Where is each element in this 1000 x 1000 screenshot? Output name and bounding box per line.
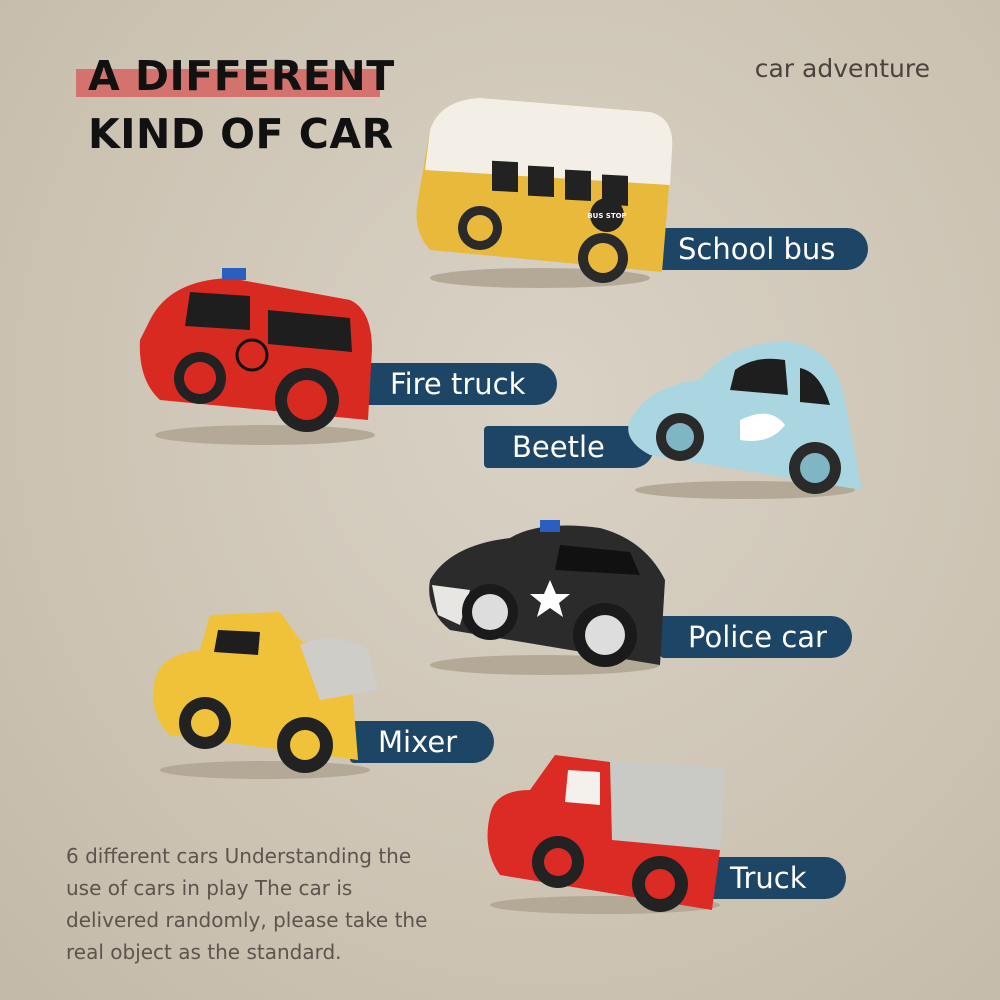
description-text: 6 different cars Understanding the use o… xyxy=(66,844,428,964)
label-fire-truck: Fire truck xyxy=(362,363,557,405)
truck-toy xyxy=(487,755,725,914)
mixer-toy xyxy=(153,612,378,779)
school-bus-toy: BUS STOP xyxy=(416,98,673,288)
label-mixer: Mixer xyxy=(350,721,494,763)
title-line-2: KIND OF CAR xyxy=(88,110,394,158)
label-school-bus: School bus xyxy=(650,228,868,270)
label-truck: Truck xyxy=(702,857,846,899)
label-police-car: Police car xyxy=(660,616,852,658)
bus-stop-sign: BUS STOP xyxy=(587,212,626,220)
title-line-1: A DIFFERENT xyxy=(88,52,395,100)
tagline: car adventure xyxy=(754,54,930,83)
police-car-toy xyxy=(429,520,665,675)
fire-truck-toy xyxy=(139,268,375,445)
beetle-toy xyxy=(628,341,862,499)
title-highlight xyxy=(76,69,380,97)
label-beetle: Beetle xyxy=(484,426,654,468)
